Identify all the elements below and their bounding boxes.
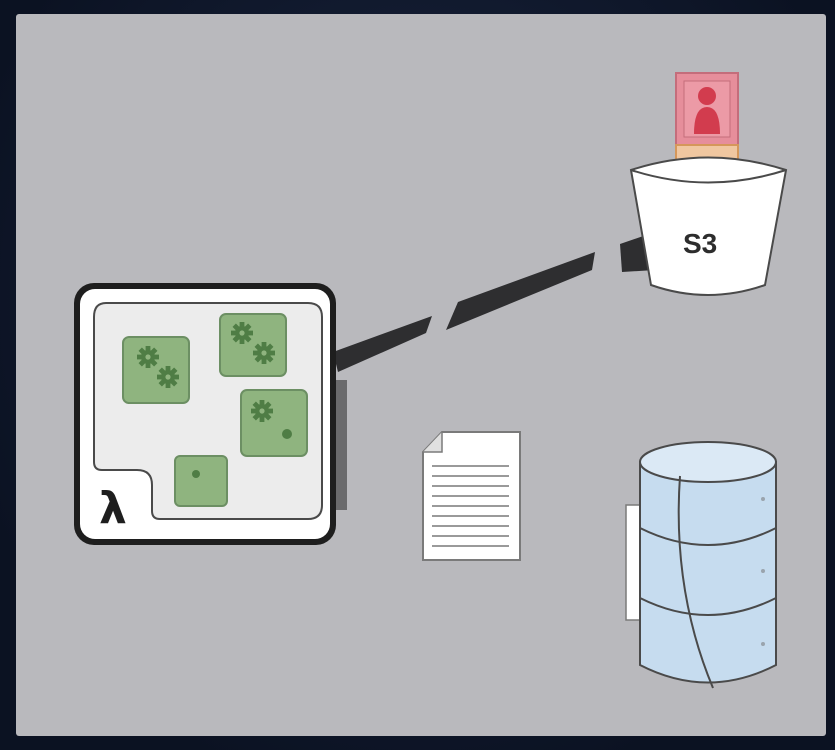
database-band-1 (639, 527, 777, 546)
gear-icon (231, 322, 253, 344)
lambda-symbol: λ (99, 483, 127, 534)
gear-icon (137, 346, 159, 368)
gear-tile-3 (240, 389, 308, 457)
database-icon (625, 441, 777, 689)
gear-tile-2 (219, 313, 287, 377)
connector-segment-2 (446, 252, 595, 330)
lambda-function-icon: λ (74, 283, 347, 545)
s3-bucket-icon: S3 (629, 72, 788, 296)
connector-arrow (333, 233, 655, 372)
s3-label: S3 (683, 228, 717, 259)
connector-segment-1 (333, 316, 432, 372)
bucket-rim (630, 169, 787, 184)
small-gear-dot (282, 429, 292, 439)
gear-tile-4 (174, 455, 228, 507)
document-lines (432, 465, 509, 547)
tile-dot (192, 470, 200, 478)
bucket-body (629, 156, 788, 296)
gear-icon (253, 342, 275, 364)
database-divider (677, 475, 714, 689)
database-top (639, 441, 777, 483)
database-band-2 (639, 597, 777, 616)
gear-icon (251, 400, 273, 422)
object-red (675, 72, 739, 146)
database-body (639, 461, 777, 684)
gear-tile-1 (122, 336, 190, 404)
document-icon (422, 431, 521, 561)
gear-icon (157, 366, 179, 388)
lambda-shadow-tab (333, 380, 347, 510)
